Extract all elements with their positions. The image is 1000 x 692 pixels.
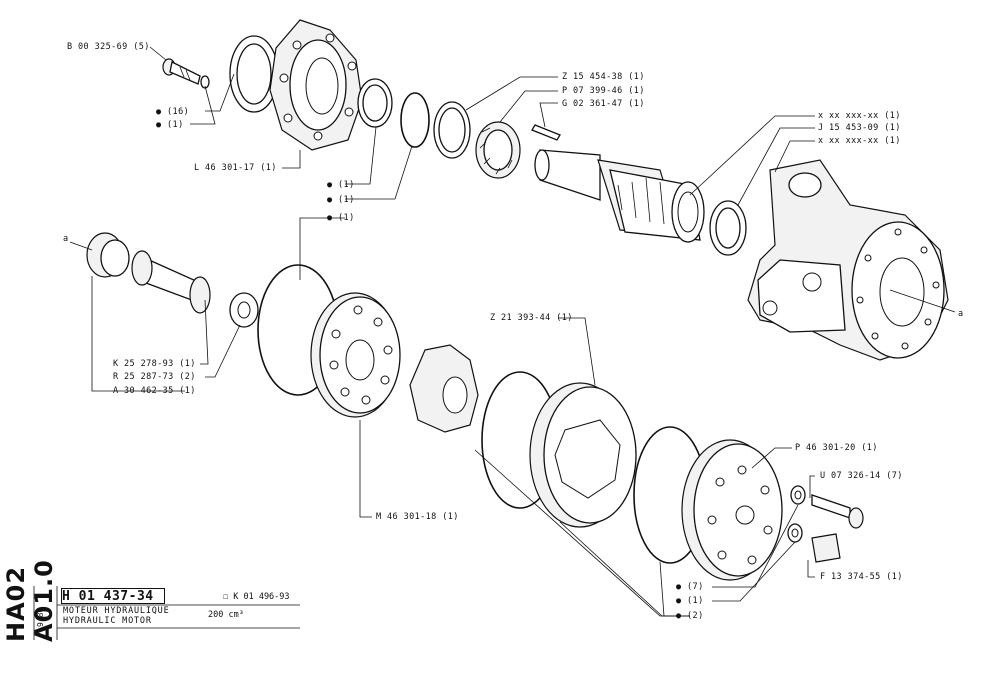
- callout-r25287: R 25 287-73 (2): [113, 372, 196, 382]
- callout-seal-1: ● (1): [156, 120, 184, 130]
- key-g02361: [531, 124, 561, 141]
- axis-marker-right: a: [958, 309, 964, 319]
- sheet-code-vertical: HA02 A01.0: [2, 559, 58, 642]
- displacement: 200 cm³: [208, 610, 244, 620]
- callout-ring-1b: ● (1): [327, 195, 355, 205]
- callout-u07326: U 07 326-14 (7): [820, 471, 903, 481]
- callout-oring-1: ● (1): [327, 213, 355, 223]
- stator-z21393: [529, 382, 637, 528]
- callout-b00325: B 00 325-69 (5): [67, 42, 150, 52]
- washer-r25287: [229, 292, 259, 328]
- title-french: MOTEUR HYDRAULIQUE: [63, 606, 170, 616]
- drawing-number-box: [61, 588, 165, 604]
- ring-j15453: [709, 200, 747, 256]
- needle-bearing: [475, 121, 521, 179]
- title-english: HYDRAULIC MOTOR: [63, 616, 152, 626]
- callout-g02361: G 02 361-47 (1): [562, 99, 645, 109]
- end-cap-a30462: [69, 232, 130, 278]
- callout-z15454: Z 15 454-38 (1): [562, 72, 645, 82]
- callout-j15453: J 15 453-09 (1): [818, 123, 901, 133]
- output-shaft: [534, 149, 705, 243]
- callout-f13374: F 13 374-55 (1): [820, 572, 903, 582]
- callout-p07399: P 07 399-46 (1): [562, 86, 645, 96]
- end-plate-p46301: [681, 439, 783, 581]
- callout-washer-7: ● (7): [676, 582, 704, 592]
- callout-xxx-1: x xx xxx-xx (1): [818, 111, 901, 121]
- plug-f13374: [787, 523, 841, 563]
- drawing-number: H 01 437-34: [62, 589, 154, 604]
- callout-seal-lower-1: ● (1): [676, 596, 704, 606]
- callout-p46301: P 46 301-20 (1): [795, 443, 878, 453]
- motor-housing: [747, 159, 956, 361]
- callout-m46301: M 46 301-18 (1): [376, 512, 459, 522]
- spline-shaft-k25278: [131, 250, 211, 314]
- callout-washer-16: ● (16): [156, 107, 190, 117]
- sheet-date: 9.80: [36, 607, 45, 627]
- plate-m46301: [310, 292, 401, 418]
- bolt-b00325: [162, 58, 210, 89]
- axis-marker-left: a: [63, 234, 69, 244]
- callout-z21393: Z 21 393-44 (1): [490, 313, 573, 323]
- reference-number: ☐ K 01 496-93: [223, 592, 290, 602]
- housing-bolt-holes: [856, 228, 940, 350]
- leader-lines: [91, 46, 815, 617]
- seal-ring-top: [229, 35, 279, 113]
- callout-l46301: L 46 301-17 (1): [194, 163, 277, 173]
- callout-ring-1a: ● (1): [327, 180, 355, 190]
- callout-k25278: K 25 278-93 (1): [113, 359, 196, 369]
- ring-washers: [357, 78, 471, 159]
- gerotor-rotor: [409, 344, 479, 433]
- flange-l46301: [269, 19, 363, 151]
- callout-xxx-2: x xx xxx-xx (1): [818, 136, 901, 146]
- callout-oring-2: ● (2): [676, 611, 704, 621]
- callout-a30462: A 30 462-35 (1): [113, 386, 196, 396]
- title-block-lines: [33, 586, 300, 640]
- bolt-u07326: [790, 485, 864, 529]
